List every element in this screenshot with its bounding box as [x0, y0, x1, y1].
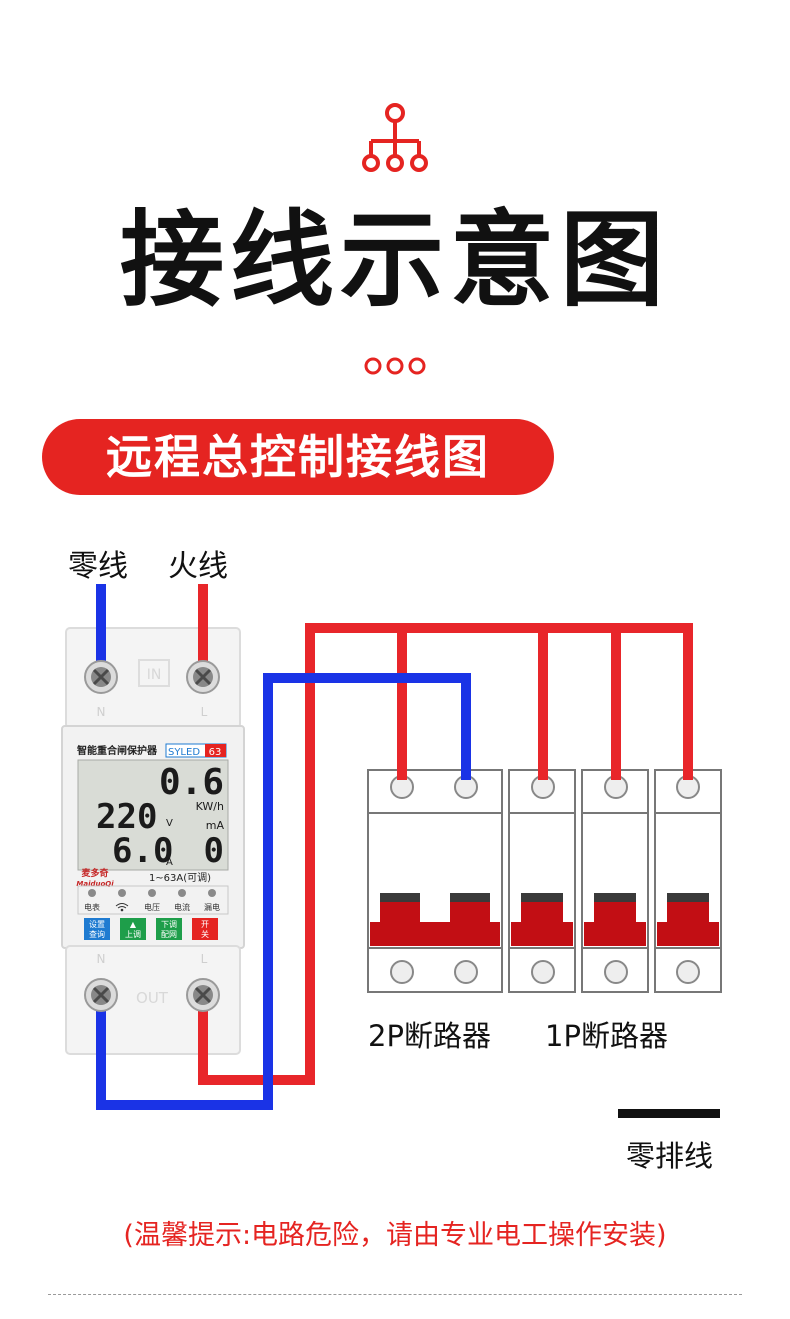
svg-text:开: 开 [201, 920, 209, 929]
power-unit: KW/h [196, 800, 224, 813]
three-dots-icon [364, 357, 426, 375]
power-toggle-button[interactable]: 开 关 [192, 918, 218, 940]
neutral-wire-output [96, 673, 471, 1110]
up-arrow-icon: ▲ [130, 920, 137, 929]
svg-text:配网: 配网 [161, 930, 177, 939]
neutral-busbar [618, 1109, 720, 1118]
leakage-reading: 0 [204, 831, 224, 871]
up-button[interactable]: ▲ 上调 [120, 918, 146, 940]
breaker-1p-a [508, 769, 576, 993]
footer-divider [48, 1294, 742, 1295]
leakage-unit: mA [206, 819, 225, 832]
neutral-busbar-label: 零排线 [626, 1139, 714, 1173]
current-reading: 6.0 [112, 831, 173, 871]
terminal-n-top: N [97, 705, 106, 719]
svg-text:设置: 设置 [89, 919, 105, 929]
indicator-current: 电流 [174, 902, 190, 912]
range-label: 1~63A(可调) [149, 872, 211, 884]
voltage-unit: V [166, 818, 173, 829]
out-label: OUT [136, 989, 169, 1007]
breaker-2p [367, 769, 503, 993]
rating-badge: 63 [209, 747, 222, 758]
current-unit: A [166, 857, 173, 868]
protector-device: IN N L OUT N L 智能重合闸保护器 SYLED 63 0.6 KW/… [61, 627, 245, 1055]
svg-text:查询: 查询 [89, 929, 105, 939]
neutral-wire-label: 零线 [68, 549, 128, 584]
svg-text:关: 关 [201, 929, 209, 939]
terminal-l-top: L [201, 705, 208, 719]
section-banner: 远程总控制接线图 [42, 419, 554, 495]
breaker-1p-b [581, 769, 649, 993]
model-label: SYLED [168, 747, 200, 758]
brand-cn: 麦多奇 [81, 867, 108, 879]
warning-text: (温馨提示:电路危险，请由专业电工操作安装) [123, 1220, 667, 1251]
voltage-reading: 220 [96, 797, 157, 837]
brand-en: MaiduoQi [76, 880, 114, 888]
svg-text:下调: 下调 [161, 920, 177, 929]
breaker-1p-label: 1P断路器 [545, 1019, 668, 1053]
svg-text:上调: 上调 [125, 930, 141, 939]
settings-query-button[interactable]: 设置 查询 [84, 918, 110, 940]
device-terminals [84, 660, 220, 1012]
indicator-voltage: 电压 [144, 902, 160, 912]
power-reading: 0.6 [159, 762, 224, 803]
terminal-l-bottom: L [201, 952, 208, 966]
wiring-diagram: IN N L OUT N L 智能重合闸保护器 SYLED 63 0.6 KW/… [61, 584, 722, 1110]
product-name: 智能重合闸保护器 [77, 744, 158, 757]
wifi-icon [115, 903, 129, 912]
indicator-meter: 电表 [84, 902, 100, 912]
down-network-button[interactable]: 下调 配网 [156, 918, 182, 940]
terminal-n-bottom: N [97, 952, 106, 966]
page-title: 接线示意图 [119, 199, 670, 321]
indicator-leakage: 漏电 [204, 902, 220, 912]
live-wire-output [198, 623, 693, 1085]
in-label: IN [147, 667, 162, 683]
breaker-2p-label: 2P断路器 [368, 1019, 491, 1053]
breaker-1p-c [654, 769, 722, 993]
hierarchy-icon [362, 103, 428, 172]
live-wire-label: 火线 [168, 549, 228, 584]
